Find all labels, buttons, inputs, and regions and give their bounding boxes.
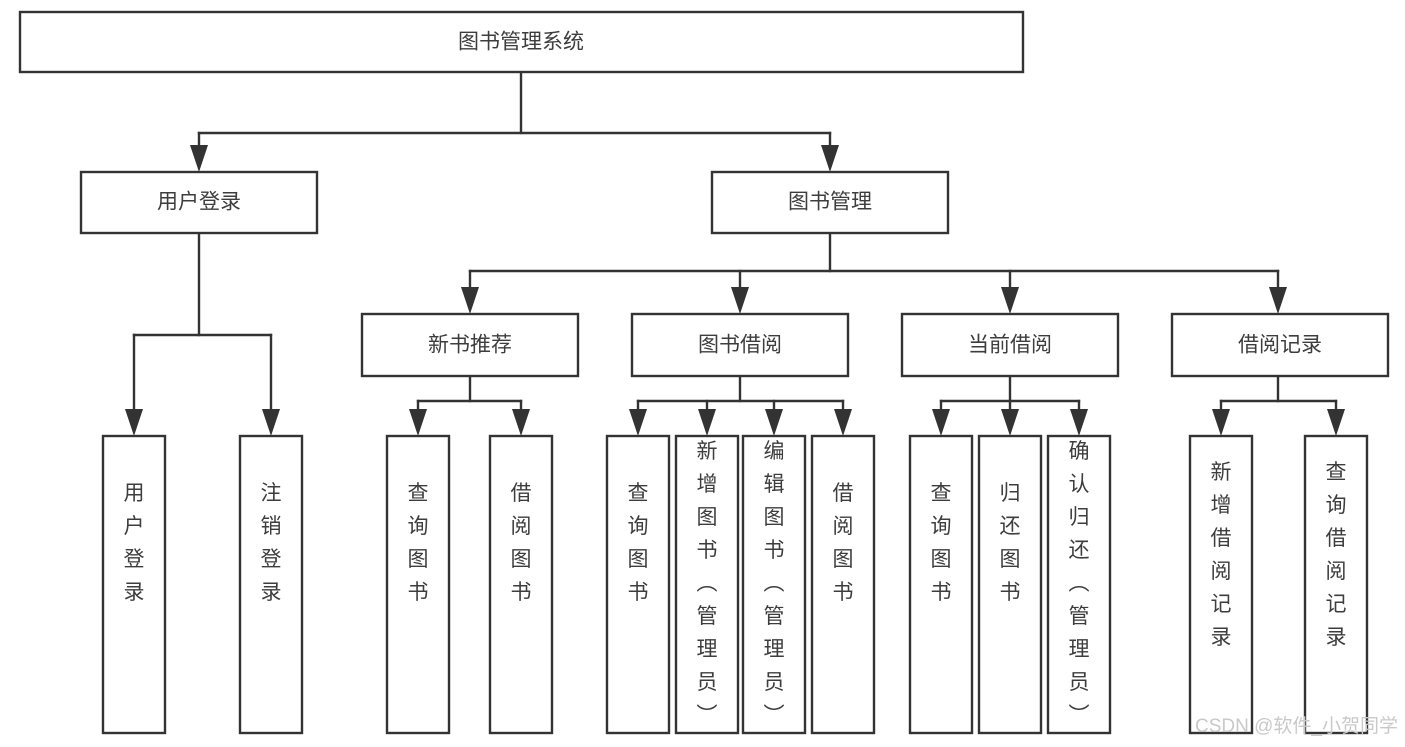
node-leaf-add-borrow-record-label: 新增借阅记录 (1211, 461, 1232, 649)
node-leaf-query-book-2[interactable]: 查询图书 (605, 434, 671, 735)
arrow-head-leaf-query-book-3 (932, 409, 950, 436)
node-leaf-borrow-book-1-box[interactable] (488, 434, 554, 735)
arrow-head-leaf-return-book (1001, 409, 1019, 436)
node-leaf-borrow-book-1-label: 借阅图书 (511, 482, 532, 604)
node-leaf-user-login[interactable]: 用户登录 (101, 434, 167, 735)
node-leaf-query-book-1[interactable]: 查询图书 (385, 434, 451, 735)
node-leaf-query-book-3[interactable]: 查询图书 (908, 434, 974, 735)
node-leaf-query-book-1-box[interactable] (385, 434, 451, 735)
node-leaf-borrow-book-2[interactable]: 借阅图书 (810, 434, 876, 735)
node-leaf-add-borrow-record[interactable]: 新增借阅记录 (1188, 434, 1254, 735)
node-leaf-edit-book[interactable]: 编辑图书︵管理员︶ (741, 434, 807, 735)
arrow-head-leaf-query-borrow-record (1327, 409, 1345, 436)
node-book-borrow-box[interactable] (630, 312, 850, 378)
arrow-head-borrow-record (1269, 287, 1287, 314)
node-user-login-box[interactable] (79, 170, 319, 235)
connector-group-root-to-level2 (190, 70, 839, 172)
node-leaf-logout-login-label: 注销登录 (261, 482, 282, 604)
node-leaf-user-login-box[interactable] (101, 434, 167, 735)
node-user-login[interactable]: 用户登录 (79, 170, 319, 235)
node-leaf-return-book-box[interactable] (977, 434, 1043, 735)
arrow-head-leaf-borrow-book-2 (834, 409, 852, 436)
node-leaf-confirm-return-label: 确认归还︵管理员︶ (1069, 440, 1090, 727)
connector-group-book-management-to-level3 (461, 231, 1287, 314)
node-leaf-logout-login[interactable]: 注销登录 (238, 434, 304, 735)
connector-group-user-login-to-leaves (125, 231, 280, 436)
node-root[interactable]: 图书管理系统 (18, 10, 1025, 74)
arrow-head-book-management (821, 145, 839, 172)
node-leaf-query-borrow-record-box[interactable] (1303, 434, 1369, 735)
arrow-head-leaf-user-login (125, 409, 143, 436)
arrow-head-leaf-query-book-1 (409, 409, 427, 436)
csdn-watermark: CSDN @软件_小贺同学 (1195, 715, 1398, 737)
node-leaf-query-book-2-label: 查询图书 (628, 482, 649, 604)
arrow-head-leaf-add-book (698, 409, 716, 436)
node-current-borrow[interactable]: 当前借阅 (900, 312, 1120, 378)
node-borrow-record-label: 借阅记录 (1238, 334, 1322, 357)
node-leaf-borrow-book-2-label: 借阅图书 (833, 482, 854, 604)
node-book-borrow-label: 图书借阅 (698, 334, 782, 357)
node-current-borrow-label: 当前借阅 (968, 334, 1052, 357)
node-new-book-recommend[interactable]: 新书推荐 (360, 312, 580, 378)
connector-group-book-borrow-to-leaves (629, 374, 852, 436)
node-leaf-add-book-label: 新增图书︵管理员︶ (697, 440, 718, 727)
node-leaf-logout-login-box[interactable] (238, 434, 304, 735)
node-leaf-add-borrow-record-box[interactable] (1188, 434, 1254, 735)
node-borrow-record-box[interactable] (1170, 312, 1390, 378)
node-leaf-query-book-1-label: 查询图书 (408, 482, 429, 604)
node-leaf-return-book-label: 归还图书 (1000, 482, 1021, 604)
node-book-management-box[interactable] (710, 170, 950, 235)
node-book-management-label: 图书管理 (788, 191, 872, 214)
connector-group-borrow-record-to-leaves (1212, 374, 1345, 436)
node-leaf-add-book[interactable]: 新增图书︵管理员︶ (674, 434, 740, 735)
node-book-management[interactable]: 图书管理 (710, 170, 950, 235)
node-leaf-borrow-book-1[interactable]: 借阅图书 (488, 434, 554, 735)
node-leaf-return-book[interactable]: 归还图书 (977, 434, 1043, 735)
arrow-head-user-login (190, 145, 208, 172)
node-new-book-recommend-label: 新书推荐 (428, 334, 512, 357)
node-root-box[interactable] (18, 10, 1025, 74)
node-leaf-edit-book-label: 编辑图书︵管理员︶ (764, 440, 785, 727)
arrow-head-new-book-recommend (461, 287, 479, 314)
connector-group-new-book-to-leaves (409, 374, 530, 436)
node-leaf-query-borrow-record[interactable]: 查询借阅记录 (1303, 434, 1369, 735)
node-borrow-record[interactable]: 借阅记录 (1170, 312, 1390, 378)
arrow-head-leaf-confirm-return (1070, 409, 1088, 436)
arrow-head-current-borrow (1001, 287, 1019, 314)
node-book-borrow[interactable]: 图书借阅 (630, 312, 850, 378)
arrow-head-leaf-logout-login (262, 409, 280, 436)
node-user-login-label: 用户登录 (157, 191, 241, 214)
node-leaf-query-borrow-record-label: 查询借阅记录 (1326, 461, 1347, 649)
node-leaf-query-book-3-label: 查询图书 (931, 482, 952, 604)
node-leaf-confirm-return-box[interactable] (1046, 434, 1112, 735)
node-new-book-recommend-box[interactable] (360, 312, 580, 378)
node-leaf-edit-book-box[interactable] (741, 434, 807, 735)
node-root-label: 图书管理系统 (458, 31, 584, 54)
arrow-head-leaf-add-borrow-record (1212, 409, 1230, 436)
arrow-head-leaf-borrow-book-1 (512, 409, 530, 436)
connector-group-current-borrow-to-leaves (932, 374, 1088, 436)
arrow-head-leaf-edit-book (765, 409, 783, 436)
node-current-borrow-box[interactable] (900, 312, 1120, 378)
arrow-head-leaf-query-book-2 (629, 409, 647, 436)
node-leaf-borrow-book-2-box[interactable] (810, 434, 876, 735)
node-leaf-confirm-return[interactable]: 确认归还︵管理员︶ (1046, 434, 1112, 735)
node-leaf-query-book-2-box[interactable] (605, 434, 671, 735)
arrow-head-book-borrow (731, 287, 749, 314)
node-leaf-query-book-3-box[interactable] (908, 434, 974, 735)
node-leaf-user-login-label: 用户登录 (124, 482, 145, 604)
node-leaf-add-book-box[interactable] (674, 434, 740, 735)
